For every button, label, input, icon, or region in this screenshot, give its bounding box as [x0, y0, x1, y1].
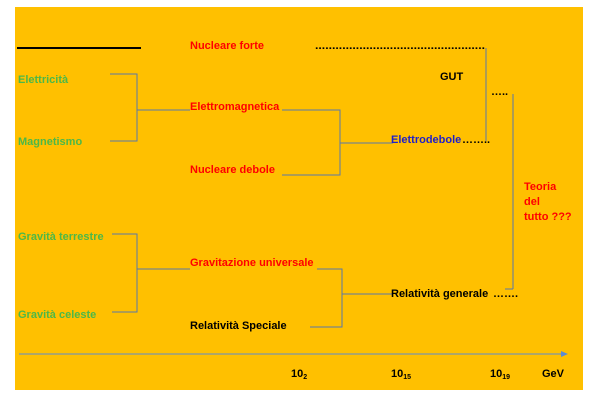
- label-magnetismo: Magnetismo: [18, 136, 82, 148]
- tick-2-exp: 15: [403, 374, 411, 381]
- dots-relativita: …….: [493, 288, 518, 300]
- label-gravita-celeste: Gravità celeste: [18, 309, 96, 321]
- label-nucleare-forte: Nucleare forte: [190, 40, 264, 52]
- connector-grav-rel: [310, 268, 343, 328]
- tick-label-3: 1019: [490, 368, 510, 381]
- dots-elettrodebole: ……..: [462, 134, 490, 146]
- axis-unit-label: GeV: [542, 368, 565, 380]
- dots-forte: ........................................…: [315, 40, 485, 52]
- tick-3-exp: 19: [502, 374, 510, 381]
- label-teoria-line1: Teoria: [524, 181, 557, 193]
- label-teoria-line3: tutto ???: [524, 211, 572, 223]
- label-gravita-terrestre: Gravità terrestre: [18, 231, 104, 243]
- label-elettrodebole: Elettrodebole: [391, 134, 461, 146]
- connector-lines: [110, 48, 514, 328]
- unification-diagram: Elettricità Magnetismo Gravità terrestre…: [15, 7, 583, 390]
- background-panel: [15, 7, 583, 390]
- label-elettromagnetica: Elettromagnetica: [190, 101, 280, 113]
- label-elettricita: Elettricità: [18, 74, 69, 86]
- connector-elettricita: [110, 73, 138, 142]
- label-gut: GUT: [440, 71, 464, 83]
- label-nucleare-debole: Nucleare debole: [190, 164, 275, 176]
- tick-3-base: 10: [490, 368, 502, 380]
- dots-gut: …..: [491, 86, 508, 98]
- label-gravitazione-universale: Gravitazione universale: [190, 257, 314, 269]
- energy-axis-arrowhead: [561, 351, 568, 357]
- tick-label-1: 102: [291, 368, 307, 381]
- label-teoria-line2: del: [524, 196, 540, 208]
- tick-1-exp: 2: [303, 374, 307, 381]
- diagram-canvas: Elettricità Magnetismo Gravità terrestre…: [15, 7, 583, 390]
- connector-gravita: [112, 233, 138, 313]
- tick-2-base: 10: [391, 368, 403, 380]
- tick-label-2: 1015: [391, 368, 411, 381]
- label-relativita-speciale: Relatività Speciale: [190, 320, 287, 332]
- tick-1-base: 10: [291, 368, 303, 380]
- label-relativita-generale: Relatività generale: [391, 288, 488, 300]
